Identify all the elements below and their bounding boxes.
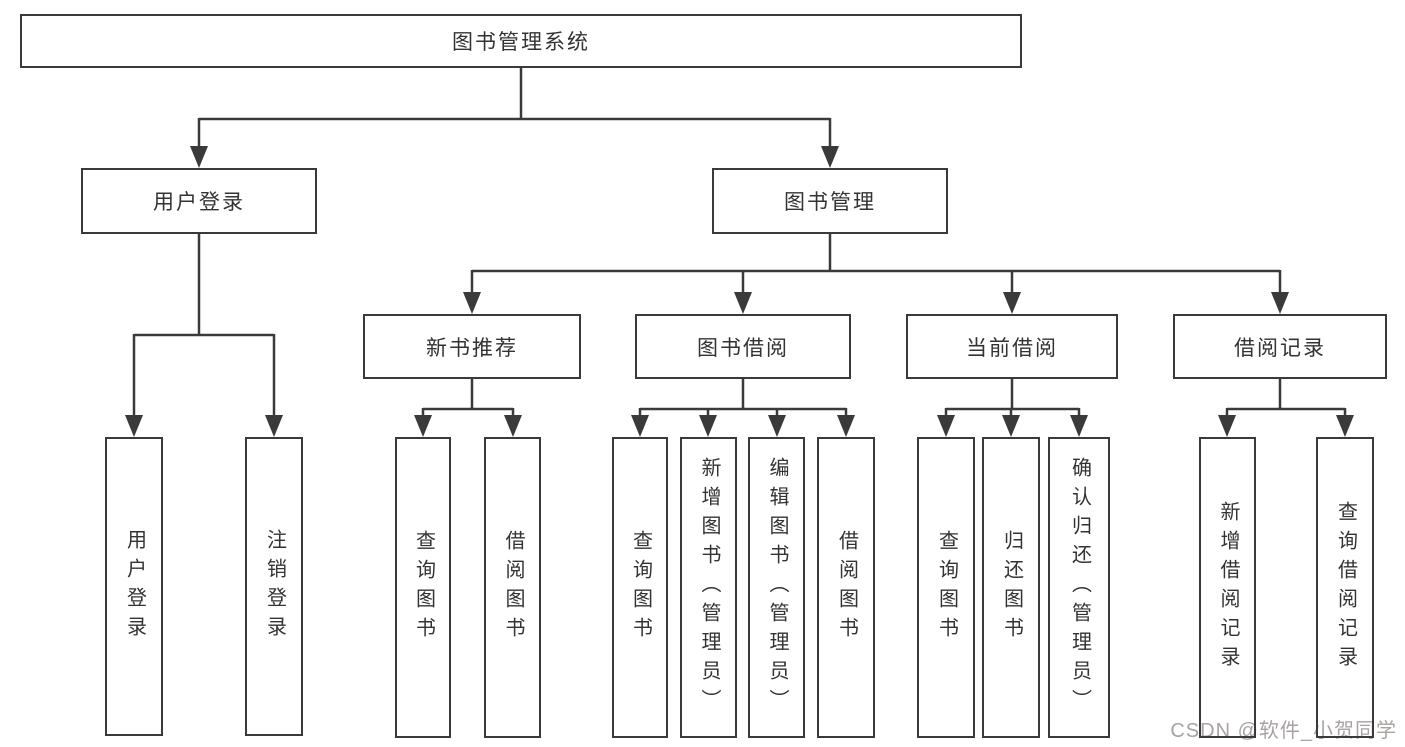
watermark: CSDN @软件_小贺同学: [1170, 720, 1397, 742]
node-library-system: 图书管理系统: [20, 14, 1022, 68]
node-cb-search-books: 查询图书: [917, 437, 975, 738]
node-logout: 注销登录: [245, 437, 303, 736]
node-br-add-borrow-record: 新增借阅记录: [1199, 437, 1256, 738]
node-new-book-recommendation: 新书推荐: [363, 314, 581, 379]
node-bb-search-books: 查询图书: [612, 437, 668, 738]
node-br-search-borrow-record: 查询借阅记录: [1316, 437, 1374, 738]
node-book-borrowing: 图书借阅: [635, 314, 851, 379]
node-user-login-group: 用户登录: [81, 168, 317, 234]
node-user-login: 用户登录: [105, 437, 163, 736]
node-cb-return-books: 归还图书: [982, 437, 1040, 738]
node-book-management: 图书管理: [712, 168, 948, 234]
node-bb-borrow-books: 借阅图书: [817, 437, 875, 738]
node-nbr-borrow-books: 借阅图书: [484, 437, 541, 738]
node-borrowing-records: 借阅记录: [1173, 314, 1387, 379]
node-current-borrowing: 当前借阅: [906, 314, 1118, 379]
node-nbr-search-books: 查询图书: [395, 437, 451, 738]
node-cb-confirm-return-admin: 确认归还（管理员）: [1048, 437, 1110, 738]
node-bb-add-books-admin: 新增图书（管理员）: [680, 437, 737, 738]
node-bb-edit-books-admin: 编辑图书（管理员）: [748, 437, 805, 738]
